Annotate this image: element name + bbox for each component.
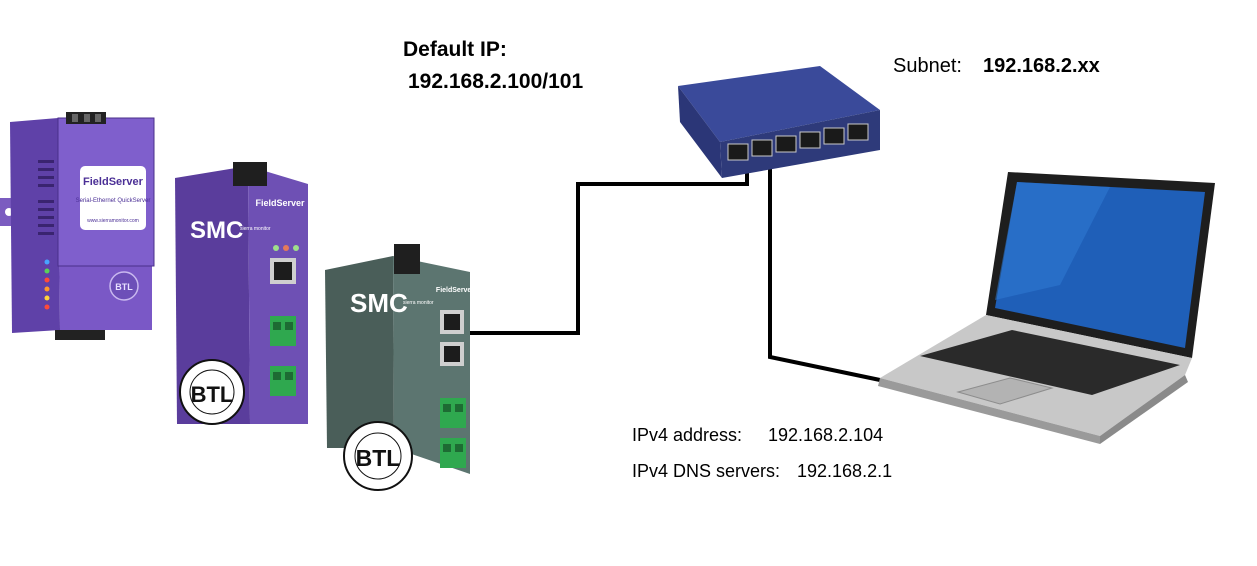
switch-ports [727,123,869,161]
laptop-keyboard [920,330,1180,395]
smc-purple-ethernet-port [270,258,296,284]
smc-sub-purple: sierra monitor [240,226,271,232]
smc-green-btl-badge: BTL [343,421,413,491]
svg-text:BTL: BTL [115,282,133,292]
ipv4-address-value: 192.168.2.104 [768,425,884,445]
default-ip-label: Default IP: [403,38,507,61]
cable-gateway-to-switch [463,150,749,335]
default-ip-value: 192.168.2.100/101 [408,70,584,93]
quickserver-device: FieldServer Serial-Ethernet QuickServer … [0,112,155,340]
laptop-touchpad [956,377,1054,405]
ipv4-address-label: IPv4 address: [632,425,743,445]
cable-switch-to-laptop [768,150,881,382]
quickserver-brand: FieldServer [83,176,144,188]
smc-green-terminals [440,398,466,468]
smc-logo-green: SMC [350,288,408,318]
quickserver-url: www.sierramonitor.com [87,218,139,224]
smc-green-device: SMC sierra monitor FieldServer BTL [325,244,474,491]
fieldserver-brand-green: FieldServer [436,287,474,294]
svg-text:BTL: BTL [191,382,234,407]
quickserver-btl-logo: BTL [109,271,139,301]
smc-purple-terminals [270,316,296,396]
smc-purple-device: SMC sierra monitor FieldServer [175,162,308,425]
smc-sub-green: sierra monitor [403,300,434,306]
subnet-label: Subnet: [893,55,962,77]
fieldserver-brand-purple: FieldServer [255,198,305,208]
quickserver-dip-column [38,160,54,235]
quickserver-leds [44,259,50,310]
network-switch [678,66,880,178]
smc-logo-purple: SMC [190,217,243,244]
laptop [878,172,1215,444]
quickserver-model: Serial-Ethernet QuickServer [76,198,151,204]
svg-text:BTL: BTL [356,445,401,471]
smc-green-ethernet-ports [440,310,464,366]
smc-purple-leds [273,245,299,251]
ipv4-dns-value: 192.168.2.1 [797,461,893,481]
subnet-value: 192.168.2.xx [983,55,1100,77]
smc-purple-btl-badge: BTL [179,359,245,425]
ipv4-dns-label: IPv4 DNS servers: [632,461,781,481]
